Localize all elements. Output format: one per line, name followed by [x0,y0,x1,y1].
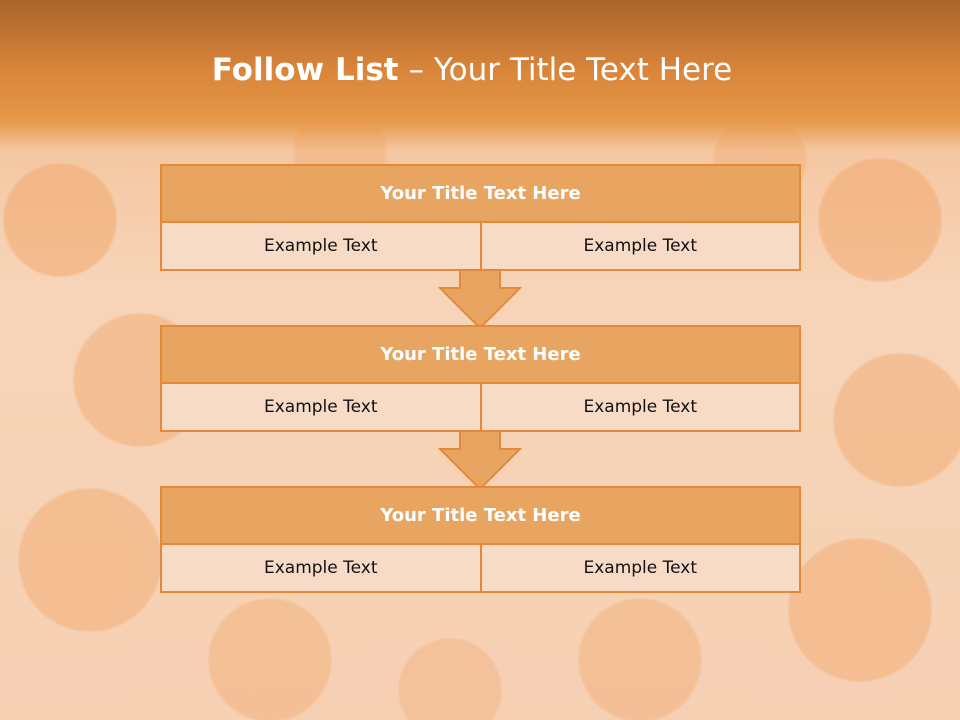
block-cell-right: Example Text [479,545,799,591]
block-title: Your Title Text Here [162,166,799,223]
down-arrow-icon [438,431,522,491]
follow-block-2: Your Title Text Here Example Text Exampl… [160,325,801,432]
block-cell-left: Example Text [162,384,480,430]
slide-title-rest: – Your Title Text Here [408,52,733,88]
follow-block-3: Your Title Text Here Example Text Exampl… [160,486,801,593]
header-band [0,0,960,150]
block-row: Example Text Example Text [162,545,799,591]
down-arrow-icon [438,270,522,330]
block-row: Example Text Example Text [162,223,799,269]
block-row: Example Text Example Text [162,384,799,430]
block-cell-right: Example Text [479,223,799,269]
block-cell-right: Example Text [479,384,799,430]
slide-title: Follow List – Your Title Text Here [0,52,944,88]
slide-title-bold: Follow List [211,52,399,88]
block-title: Your Title Text Here [162,488,799,545]
block-cell-left: Example Text [162,223,480,269]
block-cell-left: Example Text [162,545,480,591]
follow-block-1: Your Title Text Here Example Text Exampl… [160,164,801,271]
block-title: Your Title Text Here [162,327,799,384]
